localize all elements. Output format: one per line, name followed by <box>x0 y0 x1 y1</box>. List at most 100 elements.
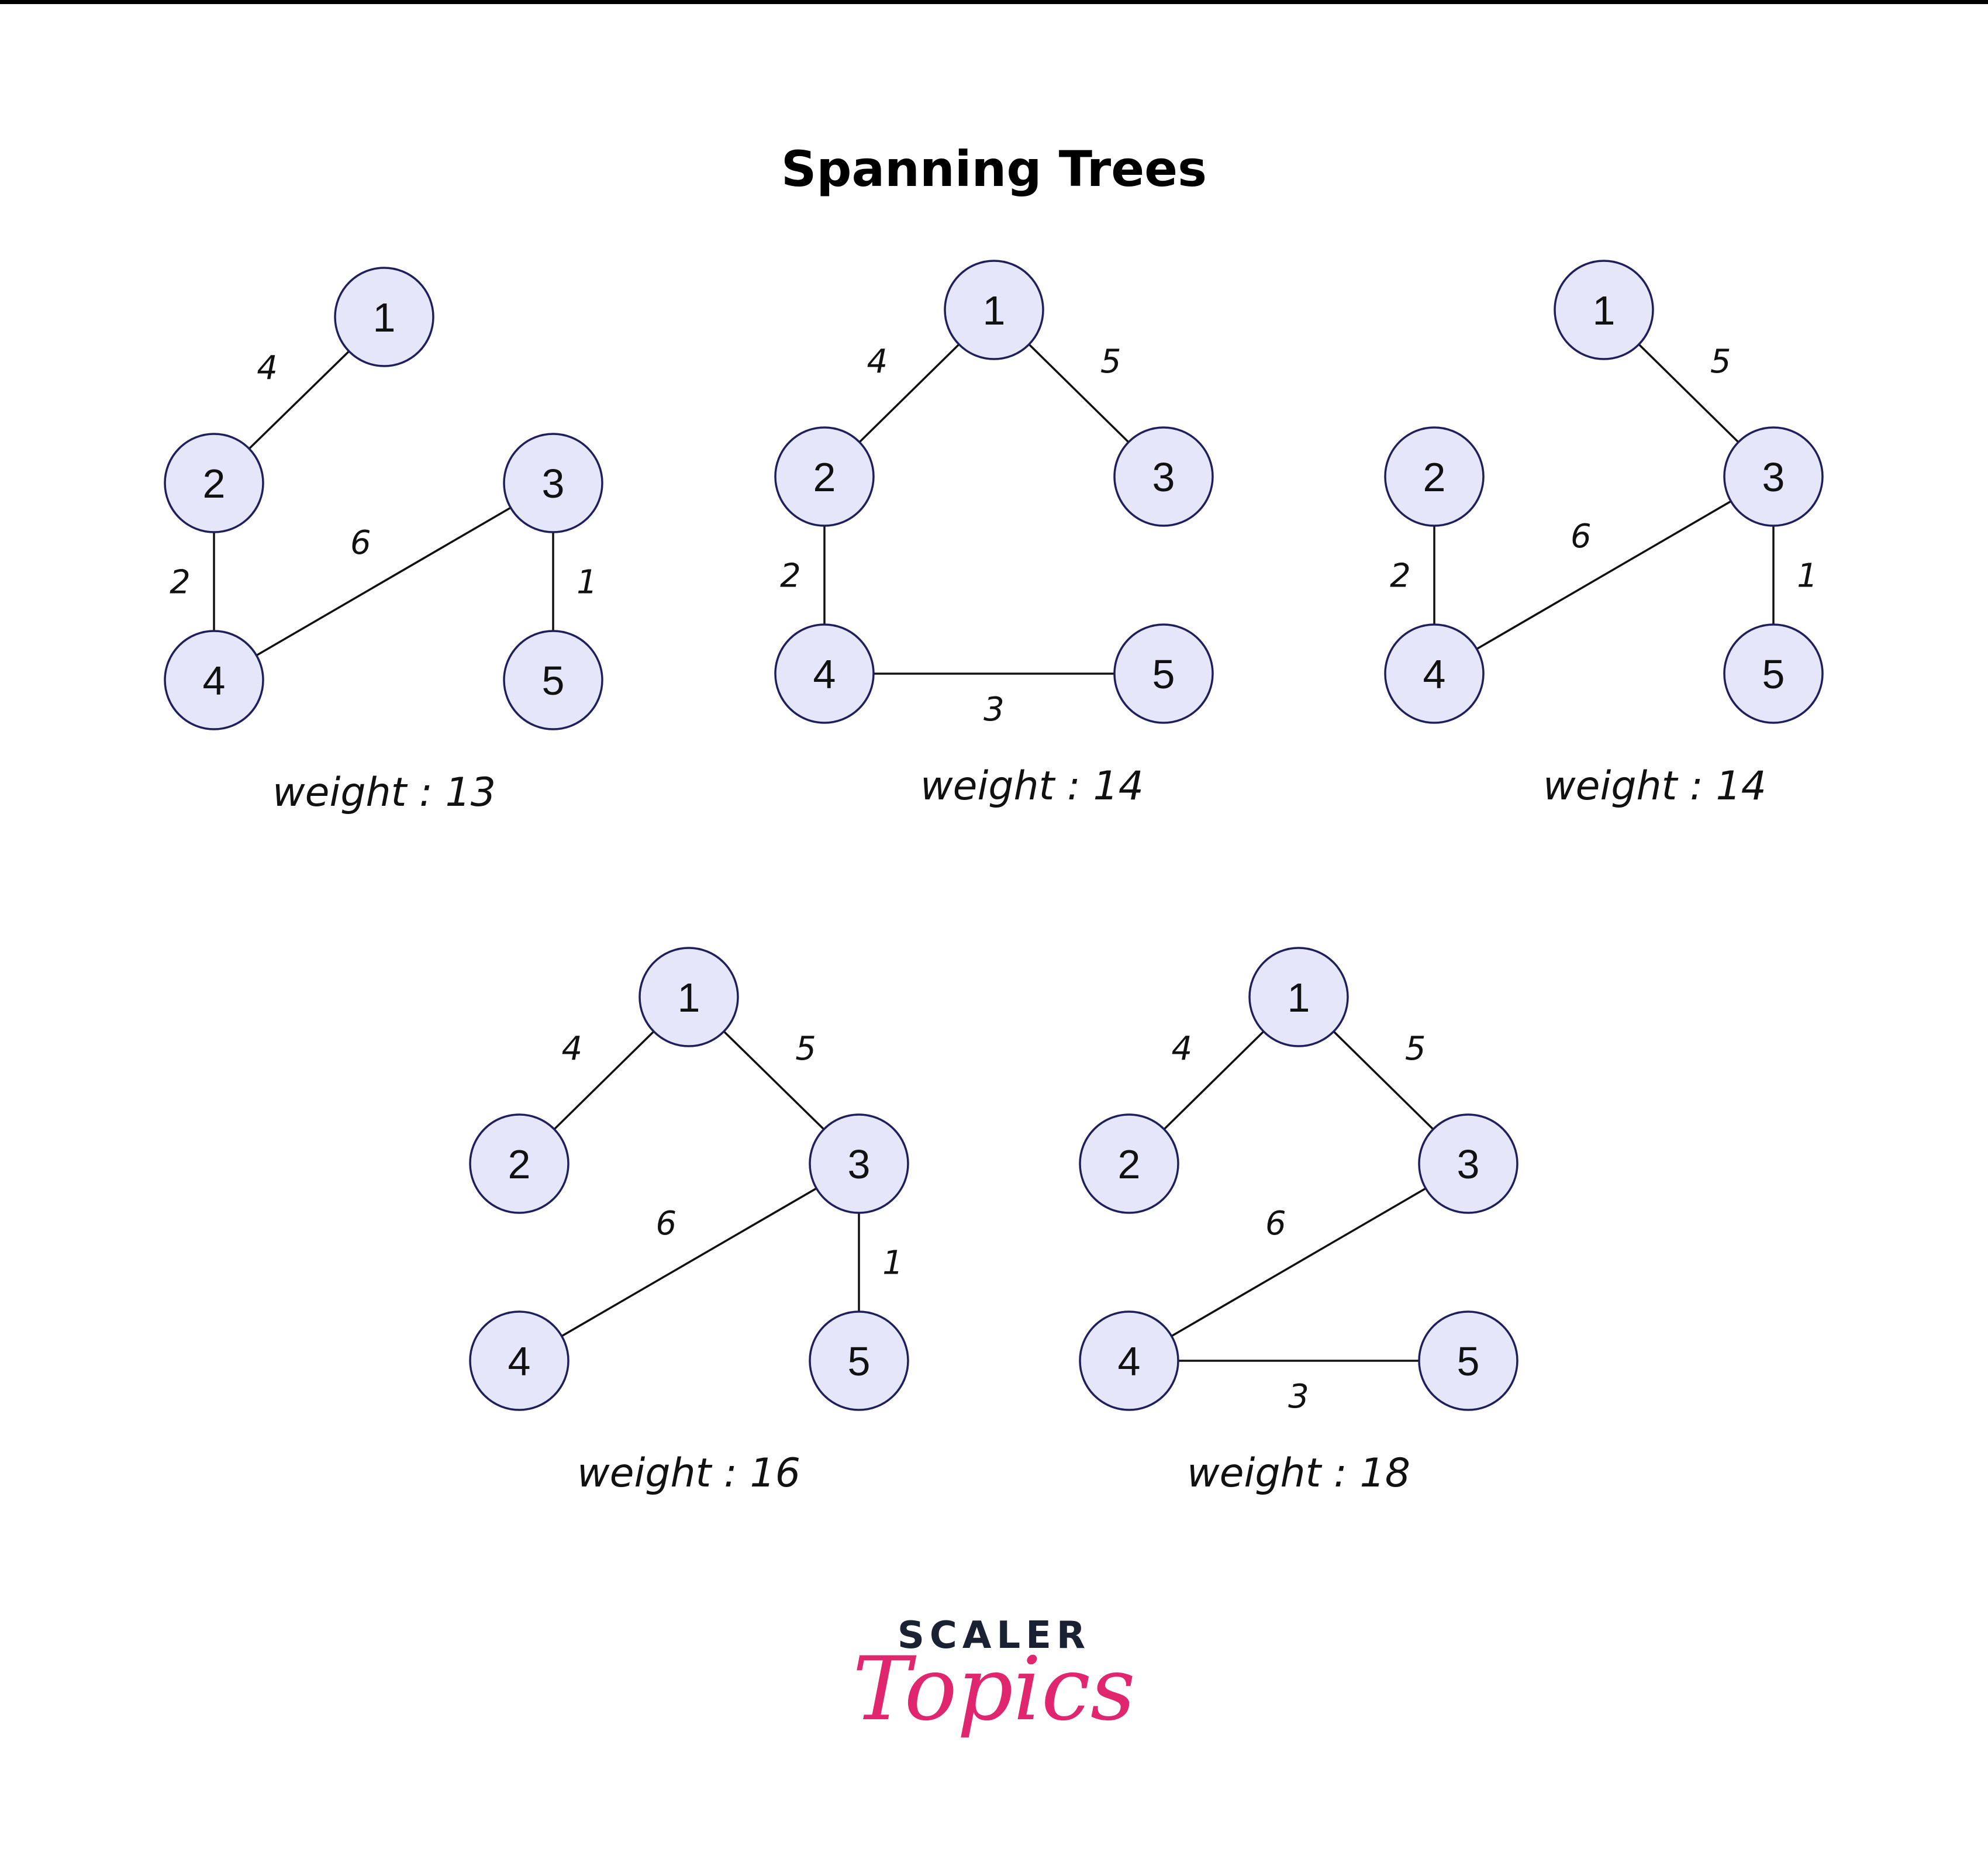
node-4: 4 <box>1079 1310 1179 1411</box>
node-2: 2 <box>1079 1113 1179 1214</box>
node-label: 1 <box>1288 975 1310 1020</box>
edge-weight-label: 1 <box>1797 557 1818 595</box>
node-label: 4 <box>813 651 836 697</box>
node-4: 4 <box>1384 623 1485 724</box>
scaler-topics-logo: SCALER Topics <box>853 1614 1135 1740</box>
total-weight-label: weight : 14 <box>920 763 1144 809</box>
node-label: 5 <box>542 658 565 703</box>
node-label: 5 <box>1457 1339 1480 1384</box>
node-circle <box>774 426 875 527</box>
edge-weight-label: 1 <box>882 1244 903 1282</box>
page-title: Spanning Trees <box>781 140 1207 198</box>
edge-weight-label: 2 <box>780 557 801 595</box>
node-label: 2 <box>203 461 226 506</box>
edge-4-3 <box>519 1163 860 1362</box>
node-label: 4 <box>1423 651 1446 697</box>
node-circle <box>1079 1310 1179 1411</box>
node-circle <box>1418 1310 1518 1411</box>
node-label: 5 <box>848 1339 871 1384</box>
total-weight-label: weight : 14 <box>1543 763 1766 809</box>
node-5: 5 <box>1723 623 1824 724</box>
edge-4-3 <box>213 482 554 681</box>
spanning-tree-5: 4 5 6 3 1 2 3 4 5 weight : 18 <box>1079 947 1518 1496</box>
edge-weight-label: 4 <box>867 343 888 381</box>
edge-4-3 <box>1128 1163 1469 1362</box>
node-label: 2 <box>1423 454 1446 500</box>
node-label: 1 <box>983 288 1006 333</box>
node-label: 2 <box>1118 1141 1141 1187</box>
edge-weight-label: 4 <box>1172 1030 1193 1068</box>
node-circle <box>638 947 739 1047</box>
node-label: 3 <box>1762 454 1785 500</box>
node-label: 1 <box>1593 288 1616 333</box>
edge-weight-label: 6 <box>350 524 371 562</box>
node-circle <box>809 1310 909 1411</box>
node-4: 4 <box>774 623 875 724</box>
edge-weight-label: 5 <box>1405 1030 1426 1068</box>
node-circle <box>1418 1113 1518 1214</box>
edge-weight-label: 3 <box>1288 1378 1309 1416</box>
edge-4-3 <box>1434 475 1774 675</box>
node-label: 3 <box>1152 454 1175 500</box>
node-circle <box>774 623 875 724</box>
edge-weight-label: 5 <box>1710 343 1731 381</box>
node-4: 4 <box>469 1310 570 1411</box>
edge-weight-label: 4 <box>562 1030 583 1068</box>
total-weight-label: weight : 13 <box>272 770 496 816</box>
edge-weight-label: 6 <box>1571 518 1592 556</box>
edge-weight-label: 1 <box>577 564 598 602</box>
edge-weight-label: 2 <box>1390 557 1411 595</box>
node-circle <box>1079 1113 1179 1214</box>
spanning-tree-2: 4 5 2 3 1 2 3 4 5 weight : 14 <box>774 260 1214 809</box>
node-3: 3 <box>809 1113 909 1214</box>
node-circle <box>503 630 603 730</box>
trees-layer: 4 2 6 1 1 2 3 4 5 weight : 13 4 5 2 3 1 2 3 4 5 weight : 14… <box>164 260 1824 1496</box>
edge-weight-label: 6 <box>1265 1205 1286 1243</box>
node-circle <box>1113 623 1214 724</box>
edge-weight-label: 5 <box>795 1030 816 1068</box>
node-label: 4 <box>203 658 226 703</box>
node-2: 2 <box>1384 426 1485 527</box>
logo-scaler-text: SCALER <box>898 1614 1090 1657</box>
node-circle <box>1113 426 1214 527</box>
node-5: 5 <box>1418 1310 1518 1411</box>
node-label: 3 <box>1457 1141 1480 1187</box>
node-1: 1 <box>1248 947 1349 1047</box>
node-3: 3 <box>1418 1113 1518 1214</box>
node-label: 2 <box>813 454 836 500</box>
total-weight-label: weight : 18 <box>1187 1450 1410 1496</box>
node-3: 3 <box>1113 426 1214 527</box>
node-circle <box>164 630 264 730</box>
node-5: 5 <box>503 630 603 730</box>
node-2: 2 <box>774 426 875 527</box>
node-label: 4 <box>1118 1339 1141 1384</box>
edge-weight-label: 6 <box>656 1205 677 1243</box>
top-border <box>0 0 1988 4</box>
node-5: 5 <box>1113 623 1214 724</box>
edge-weight-label: 4 <box>257 349 278 387</box>
spanning-tree-3: 5 2 6 1 1 2 3 4 5 weight : 14 <box>1384 260 1824 809</box>
node-3: 3 <box>1723 426 1824 527</box>
node-circle <box>944 260 1044 360</box>
node-circle <box>1248 947 1349 1047</box>
node-circle <box>1384 623 1485 724</box>
node-1: 1 <box>638 947 739 1047</box>
edge-weight-label: 5 <box>1100 343 1121 381</box>
edge-weight-label: 3 <box>983 691 1005 729</box>
node-label: 5 <box>1152 651 1175 697</box>
node-circle <box>469 1113 570 1214</box>
node-label: 2 <box>508 1141 531 1187</box>
node-label: 5 <box>1762 651 1785 697</box>
node-circle <box>1723 623 1824 724</box>
node-circle <box>503 433 603 533</box>
node-4: 4 <box>164 630 264 730</box>
node-label: 3 <box>848 1141 871 1187</box>
node-circle <box>164 433 264 533</box>
node-3: 3 <box>503 433 603 533</box>
node-1: 1 <box>944 260 1044 360</box>
node-2: 2 <box>469 1113 570 1214</box>
node-circle <box>1554 260 1654 360</box>
